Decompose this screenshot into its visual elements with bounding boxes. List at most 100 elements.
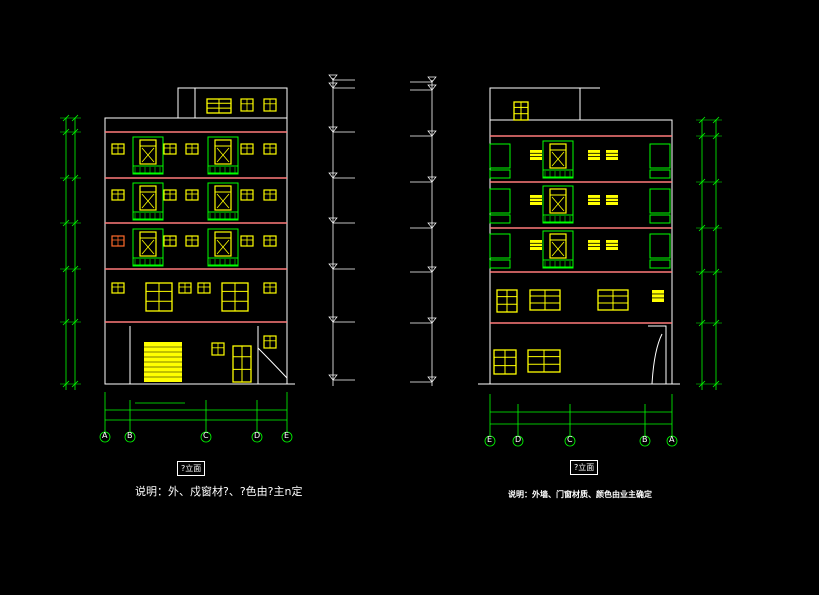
- balcony-door-hatch: [551, 196, 565, 212]
- balcony-railing: [542, 259, 574, 269]
- right-axis-bubbles: [484, 435, 678, 447]
- left-floor-bands: [105, 131, 287, 323]
- level-triangle: [427, 76, 437, 83]
- filled-window: [588, 150, 600, 160]
- side-frame: [649, 233, 671, 259]
- right-axis-label: B: [642, 435, 648, 444]
- filled-window: [530, 195, 542, 205]
- left-axis-label: B: [127, 431, 133, 440]
- filled-window: [606, 150, 618, 160]
- left-axis-bubbles: [99, 431, 293, 443]
- right-elevation-note: 说明：外墙、门窗材质、颜色由业主确定: [508, 490, 652, 499]
- side-railing: [649, 169, 671, 179]
- right-windows: [489, 101, 671, 375]
- filled-window: [652, 290, 664, 302]
- left-levels: [328, 74, 355, 381]
- level-triangle: [427, 176, 437, 183]
- filled-window: [530, 240, 542, 250]
- axis-bubble: [281, 431, 293, 443]
- left-elevation: [104, 87, 295, 385]
- level-triangle: [328, 126, 338, 133]
- side-frame: [489, 233, 511, 259]
- side-frame: [489, 143, 511, 169]
- axis-bubble: [484, 435, 496, 447]
- balcony-door: [139, 185, 157, 211]
- balcony-frame: [207, 136, 239, 174]
- balcony-frame: [542, 185, 574, 223]
- left-elevation-title: ?立面: [177, 461, 206, 476]
- balcony-door-hatch: [141, 193, 155, 209]
- side-frame: [649, 188, 671, 214]
- filled-window: [530, 150, 542, 160]
- left-axis-label: E: [284, 431, 290, 440]
- right-roof-stair-tower: [489, 87, 581, 120]
- left-garage-door: [144, 342, 182, 382]
- side-railing: [489, 214, 511, 224]
- left-axis-label: D: [254, 431, 261, 440]
- balcony-frame: [542, 140, 574, 178]
- balcony-door: [549, 188, 567, 214]
- level-triangle: [328, 316, 338, 323]
- left-roof-stair-tower: [194, 87, 288, 119]
- level-triangle: [328, 82, 338, 89]
- balcony-door-hatch: [216, 239, 230, 255]
- balcony-door: [549, 143, 567, 169]
- balcony-railing: [542, 214, 574, 224]
- side-railing: [489, 169, 511, 179]
- balcony-door: [214, 231, 232, 257]
- right-dim-ticks: [696, 116, 722, 388]
- balcony-door: [139, 139, 157, 165]
- right-entrance-door: [648, 325, 667, 385]
- side-railing: [489, 259, 511, 269]
- balcony-door-hatch: [551, 241, 565, 257]
- right-horizontal-dimensions: [489, 394, 673, 436]
- side-frame: [489, 188, 511, 214]
- side-railing: [649, 259, 671, 269]
- balcony-door-hatch: [141, 239, 155, 255]
- filled-window: [606, 240, 618, 250]
- balcony-door-hatch: [551, 151, 565, 167]
- filled-window: [606, 195, 618, 205]
- level-triangle: [328, 172, 338, 179]
- right-axis-label: E: [487, 435, 493, 444]
- left-ramp-curve: [257, 347, 288, 379]
- axis-bubble: [564, 435, 576, 447]
- balcony-railing: [132, 257, 164, 267]
- right-floor-bands: [490, 135, 672, 324]
- axis-bubble: [251, 431, 263, 443]
- left-axis-label: C: [203, 431, 209, 440]
- balcony-railing: [207, 211, 239, 221]
- left-elevation-note: 说明：外、戍窗材?、?色由?主n定: [135, 485, 303, 498]
- right-levels: [410, 76, 437, 383]
- balcony-door: [214, 139, 232, 165]
- right-vertical-dimensions: [701, 120, 717, 390]
- balcony-railing: [207, 257, 239, 267]
- left-horizontal-dimensions: [104, 392, 288, 432]
- side-frame: [649, 143, 671, 169]
- right-axis-label: C: [567, 435, 573, 444]
- axis-bubble: [200, 431, 212, 443]
- balcony-door-hatch: [216, 147, 230, 163]
- level-triangle: [328, 263, 338, 270]
- balcony-door: [549, 233, 567, 259]
- balcony-railing: [132, 165, 164, 175]
- balcony-railing: [207, 165, 239, 175]
- level-triangle: [427, 317, 437, 324]
- balcony-frame: [542, 230, 574, 268]
- axis-bubble: [639, 435, 651, 447]
- axis-bubble: [512, 435, 524, 447]
- level-triangle: [427, 130, 437, 137]
- filled-window: [588, 195, 600, 205]
- left-windows: [111, 98, 277, 383]
- level-triangle: [328, 374, 338, 381]
- level-triangle: [427, 84, 437, 91]
- level-triangle: [427, 266, 437, 273]
- balcony-frame: [132, 228, 164, 266]
- left-vertical-dimensions: [65, 118, 76, 390]
- balcony-frame: [207, 228, 239, 266]
- balcony-door: [139, 231, 157, 257]
- balcony-frame: [132, 182, 164, 220]
- right-axis-label: A: [669, 435, 675, 444]
